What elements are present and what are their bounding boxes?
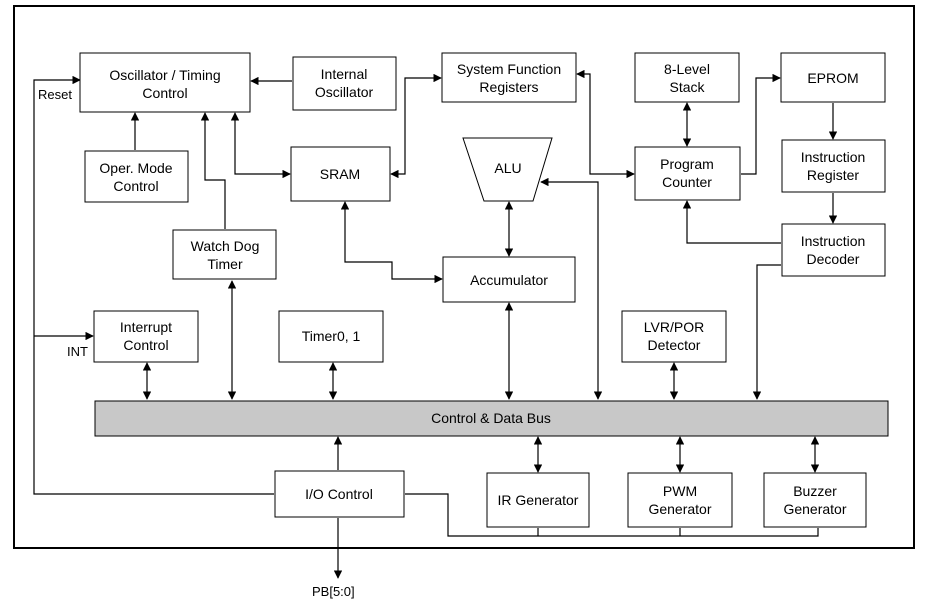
- block-accumulator: Accumulator: [442, 256, 576, 303]
- svg-text:Detector: Detector: [648, 337, 701, 353]
- block-lvr-por-detector: LVR/POR Detector: [621, 310, 727, 363]
- decoder-pc: [682, 200, 781, 244]
- svg-text:PWM: PWM: [663, 483, 697, 499]
- io-peripheral-line: [405, 493, 819, 537]
- svg-text:Generator: Generator: [783, 501, 846, 517]
- block-interrupt-control: Interrupt Control: [93, 310, 199, 363]
- block-program-counter: Program Counter: [634, 146, 741, 201]
- reset-line: [33, 75, 274, 495]
- svg-text:Buzzer: Buzzer: [793, 483, 837, 499]
- block-instruction-decoder: Instruction Decoder: [781, 223, 886, 277]
- svg-text:Oscillator: Oscillator: [315, 84, 374, 100]
- sfr-pc: [576, 69, 635, 179]
- svg-text:EPROM: EPROM: [807, 70, 858, 86]
- wdt-to-osc: [200, 112, 226, 229]
- svg-text:LVR/POR: LVR/POR: [644, 319, 704, 335]
- svg-text:Register: Register: [807, 167, 859, 183]
- svg-text:Program: Program: [660, 156, 714, 172]
- svg-text:Counter: Counter: [662, 174, 712, 190]
- int-label: INT: [67, 344, 88, 359]
- svg-text:Instruction: Instruction: [801, 233, 866, 249]
- block-alu: ALU: [462, 137, 553, 202]
- svg-text:Control & Data Bus: Control & Data Bus: [431, 410, 551, 426]
- block-io-control: I/O Control: [274, 470, 405, 518]
- svg-text:System Function: System Function: [457, 61, 561, 77]
- svg-text:I/O Control: I/O Control: [305, 486, 373, 502]
- svg-text:Timer: Timer: [207, 256, 243, 272]
- svg-text:Accumulator: Accumulator: [470, 272, 548, 288]
- svg-text:Control: Control: [123, 337, 168, 353]
- block-system-function-registers: System Function Registers: [441, 52, 577, 103]
- decoder-bus: [752, 264, 781, 400]
- svg-text:Oper. Mode: Oper. Mode: [99, 160, 172, 176]
- outer-frame: [13, 5, 915, 549]
- svg-text:Instruction: Instruction: [801, 149, 866, 165]
- block-8-level-stack: 8-Level Stack: [634, 52, 740, 103]
- block-internal-oscillator: Internal Oscillator: [292, 56, 397, 111]
- svg-text:Interrupt: Interrupt: [120, 319, 172, 335]
- block-watch-dog-timer: Watch Dog Timer: [172, 229, 277, 280]
- svg-text:Registers: Registers: [479, 79, 538, 95]
- svg-text:Watch Dog: Watch Dog: [191, 238, 260, 254]
- reset-label: Reset: [38, 87, 72, 102]
- block-sram: SRAM: [290, 146, 391, 202]
- block-osc: Oscillator / Timing Control: [79, 52, 251, 113]
- bus-alu: [540, 177, 603, 400]
- svg-text:Control: Control: [142, 85, 187, 101]
- block-eprom: EPROM: [780, 52, 886, 103]
- connections: [33, 69, 838, 579]
- svg-text:8-Level: 8-Level: [664, 61, 710, 77]
- block-pwm-generator: PWM Generator: [627, 472, 733, 528]
- svg-text:Oscillator / Timing: Oscillator / Timing: [109, 67, 220, 83]
- block-instruction-register: Instruction Register: [781, 139, 886, 193]
- svg-text:ALU: ALU: [494, 160, 521, 176]
- block-timer: Timer0, 1: [278, 310, 384, 363]
- svg-text:Decoder: Decoder: [807, 251, 860, 267]
- sram-sfr: [390, 73, 442, 179]
- svg-text:Stack: Stack: [669, 79, 705, 95]
- osc-sram: [230, 112, 291, 179]
- svg-text:Control: Control: [113, 178, 158, 194]
- control-data-bus: Control & Data Bus: [94, 400, 889, 437]
- svg-text:Timer0, 1: Timer0, 1: [302, 328, 361, 344]
- block-oper-mode-control: Oper. Mode Control: [84, 150, 189, 203]
- svg-text:Internal: Internal: [321, 66, 368, 82]
- svg-text:SRAM: SRAM: [320, 166, 360, 182]
- block-ir-generator: IR Generator: [486, 472, 590, 528]
- pc-eprom: [741, 73, 781, 175]
- pb-label: PB[5:0]: [312, 584, 355, 599]
- block-buzzer-generator: Buzzer Generator: [763, 472, 867, 528]
- svg-text:IR Generator: IR Generator: [498, 492, 579, 508]
- svg-text:Generator: Generator: [648, 501, 711, 517]
- sram-acc: [340, 201, 443, 284]
